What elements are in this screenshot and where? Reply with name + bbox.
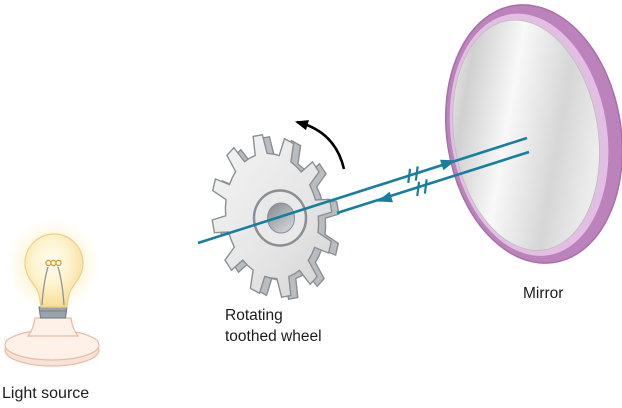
bulb-stand-neck — [26, 317, 80, 337]
outgoing-light-ray — [197, 136, 528, 245]
bulb-filament-coil — [45, 259, 62, 267]
wheel-label-line1: Rotating — [225, 307, 283, 324]
light-rays — [197, 136, 530, 245]
mirror-icon — [444, 4, 622, 264]
gear-axle-hole — [267, 202, 295, 234]
rotation-arrowhead — [295, 120, 309, 131]
bulb-glass — [24, 233, 84, 308]
outgoing-ray-break-marks — [407, 166, 419, 184]
rotation-arrow-icon — [295, 120, 346, 170]
mirror-label: Mirror — [523, 285, 564, 302]
mirror-surface — [452, 19, 600, 251]
returning-light-ray — [336, 150, 530, 215]
bulb-filament-wires — [41, 266, 65, 306]
outgoing-ray-arrowhead — [440, 159, 456, 171]
wheel-label-line2: toothed wheel — [225, 328, 322, 345]
returning-ray-break-marks — [416, 179, 428, 197]
bulb-socket — [38, 306, 68, 319]
light-bulb-icon — [4, 219, 100, 367]
light-source-label: Light source — [2, 385, 90, 402]
wheel-label: Rotating toothed wheel — [225, 305, 322, 347]
returning-ray-arrowhead — [377, 191, 393, 203]
